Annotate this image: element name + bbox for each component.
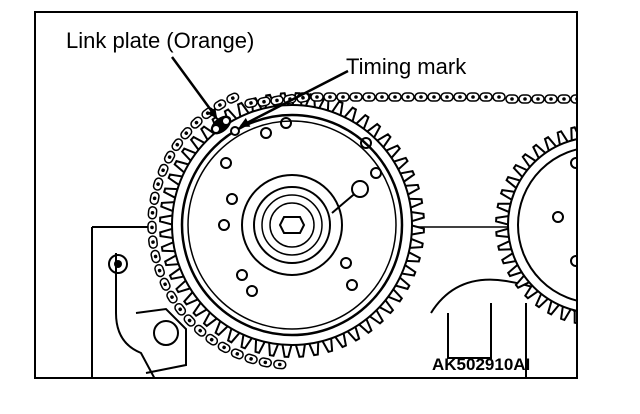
timing-mark-label: Timing mark	[346, 54, 467, 79]
link-plate-arrow	[170, 56, 218, 119]
timing-chain-diagram	[91, 56, 576, 377]
figure-code: AK502910AI	[432, 355, 531, 374]
figure-frame: Link plate (Orange) Timing mark AK502910…	[34, 11, 578, 379]
camshaft-sprocket	[159, 92, 425, 358]
center-bolt	[278, 216, 306, 234]
engine-block-outline	[91, 226, 576, 377]
bolt-hole	[108, 254, 128, 274]
exhaust-camshaft-sprocket	[495, 126, 576, 324]
bolt-hole-center	[114, 260, 122, 268]
link-plate-orange	[210, 115, 232, 135]
link-plate-label: Link plate (Orange)	[66, 28, 255, 53]
timing-mark-dot	[230, 126, 240, 136]
timing-chain	[147, 92, 576, 370]
timing-mark-arrow	[239, 69, 349, 128]
